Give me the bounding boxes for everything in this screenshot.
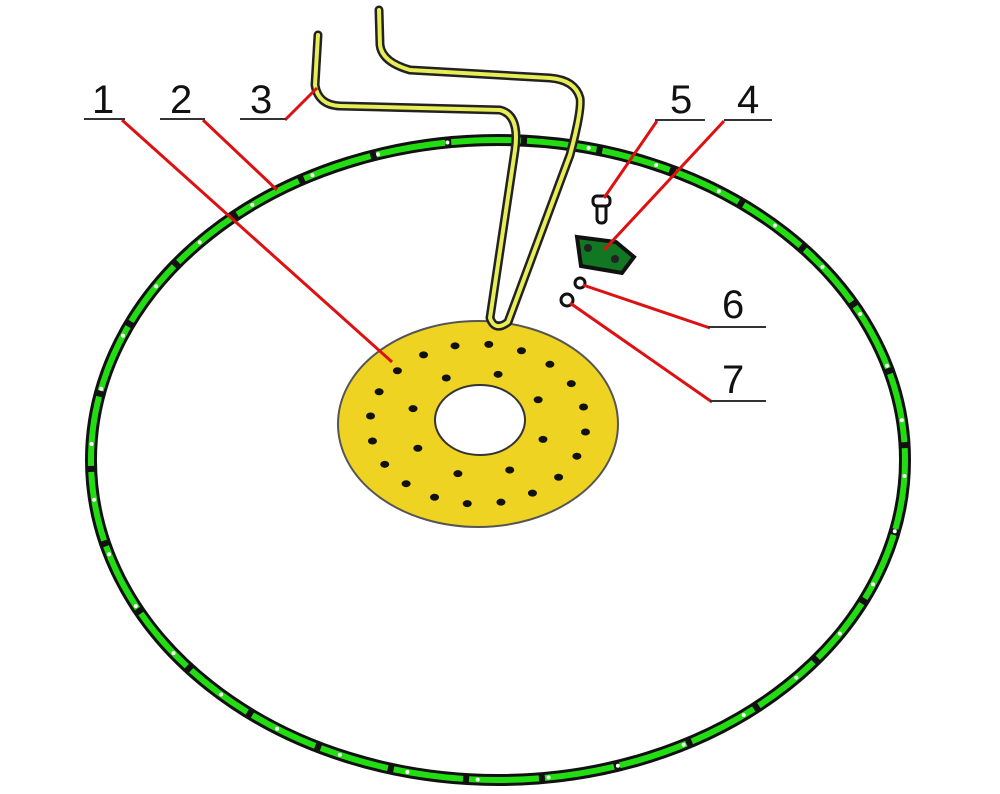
part-4-bracket	[574, 234, 637, 276]
rim-hole	[772, 223, 777, 228]
rim-hole	[858, 312, 863, 317]
disc-hole	[579, 403, 589, 411]
disc-hole	[392, 367, 402, 375]
disc-hole	[505, 466, 515, 474]
label-1: 1	[92, 78, 114, 122]
rim-hole	[405, 769, 410, 774]
disc-hole	[484, 340, 494, 348]
label-7: 7	[722, 358, 744, 402]
outer-rim-ring	[85, 134, 911, 786]
disc-hole	[545, 360, 555, 368]
rim-hole	[154, 284, 159, 289]
rim-hole	[681, 742, 686, 747]
disc-hole	[441, 374, 451, 382]
rim-hole	[475, 777, 480, 782]
disc-hole	[450, 342, 460, 350]
rim-hole	[892, 529, 897, 534]
rim-hole	[376, 152, 381, 157]
pipe-3	[310, 5, 585, 331]
rim-hole	[820, 264, 825, 269]
disc-hole	[580, 428, 590, 436]
disc-hole	[533, 396, 543, 404]
disc-hole	[380, 460, 390, 468]
disc-hole	[374, 388, 384, 396]
disc-hole	[554, 473, 564, 481]
disc-hole	[566, 380, 576, 388]
disc-hole	[413, 444, 423, 452]
part-6-washer	[573, 276, 587, 290]
rim-hole	[275, 726, 280, 731]
rim-hole	[716, 189, 721, 194]
disc-hole	[493, 370, 503, 378]
disc-hole	[419, 351, 429, 359]
label-6: 6	[722, 283, 744, 327]
disc-hole	[572, 452, 582, 460]
rim-hole	[219, 692, 224, 697]
rim-hole	[741, 713, 746, 718]
rim-hole	[120, 333, 125, 338]
rim-hole	[89, 442, 94, 447]
disc-hole	[496, 498, 506, 506]
rim-hole	[310, 173, 315, 178]
label-5: 5	[670, 78, 692, 122]
rim-hole	[445, 140, 450, 145]
disc-hole	[401, 480, 411, 488]
rim-hole	[133, 603, 138, 608]
rim-hole	[871, 582, 876, 587]
rim-hole	[546, 775, 551, 780]
label-4: 4	[737, 78, 759, 122]
disc-hole	[462, 500, 472, 508]
disc-hole	[527, 489, 537, 497]
perforated-disc	[337, 320, 619, 528]
rim-hole	[884, 363, 889, 368]
rim-hole	[250, 202, 255, 207]
disc-hole	[430, 493, 440, 501]
disc-hole	[366, 412, 376, 420]
disc-hole	[538, 435, 548, 443]
rim-hole	[586, 146, 591, 151]
label-underlines	[84, 118, 772, 402]
rim-hole	[899, 418, 904, 423]
disc-hole	[367, 437, 377, 445]
disc-hole	[408, 405, 418, 413]
rim-hole	[615, 763, 620, 768]
rim-hole	[837, 631, 842, 636]
disc-center-hole	[434, 384, 526, 456]
rim-hole	[92, 497, 97, 502]
label-3: 3	[250, 78, 272, 122]
rim-hole	[99, 386, 104, 391]
disc-hole	[453, 470, 463, 478]
rim-hole	[654, 163, 659, 168]
rim-hole	[171, 651, 176, 656]
leader-lines	[120, 86, 726, 404]
rim-hole	[197, 240, 202, 245]
label-2: 2	[170, 78, 192, 122]
disc-hole	[516, 347, 526, 355]
rim-hole	[794, 675, 799, 680]
rim-hole	[337, 752, 342, 757]
part-5-bolt	[591, 194, 612, 225]
rim-hole	[902, 473, 907, 478]
rim-hole	[107, 552, 112, 557]
